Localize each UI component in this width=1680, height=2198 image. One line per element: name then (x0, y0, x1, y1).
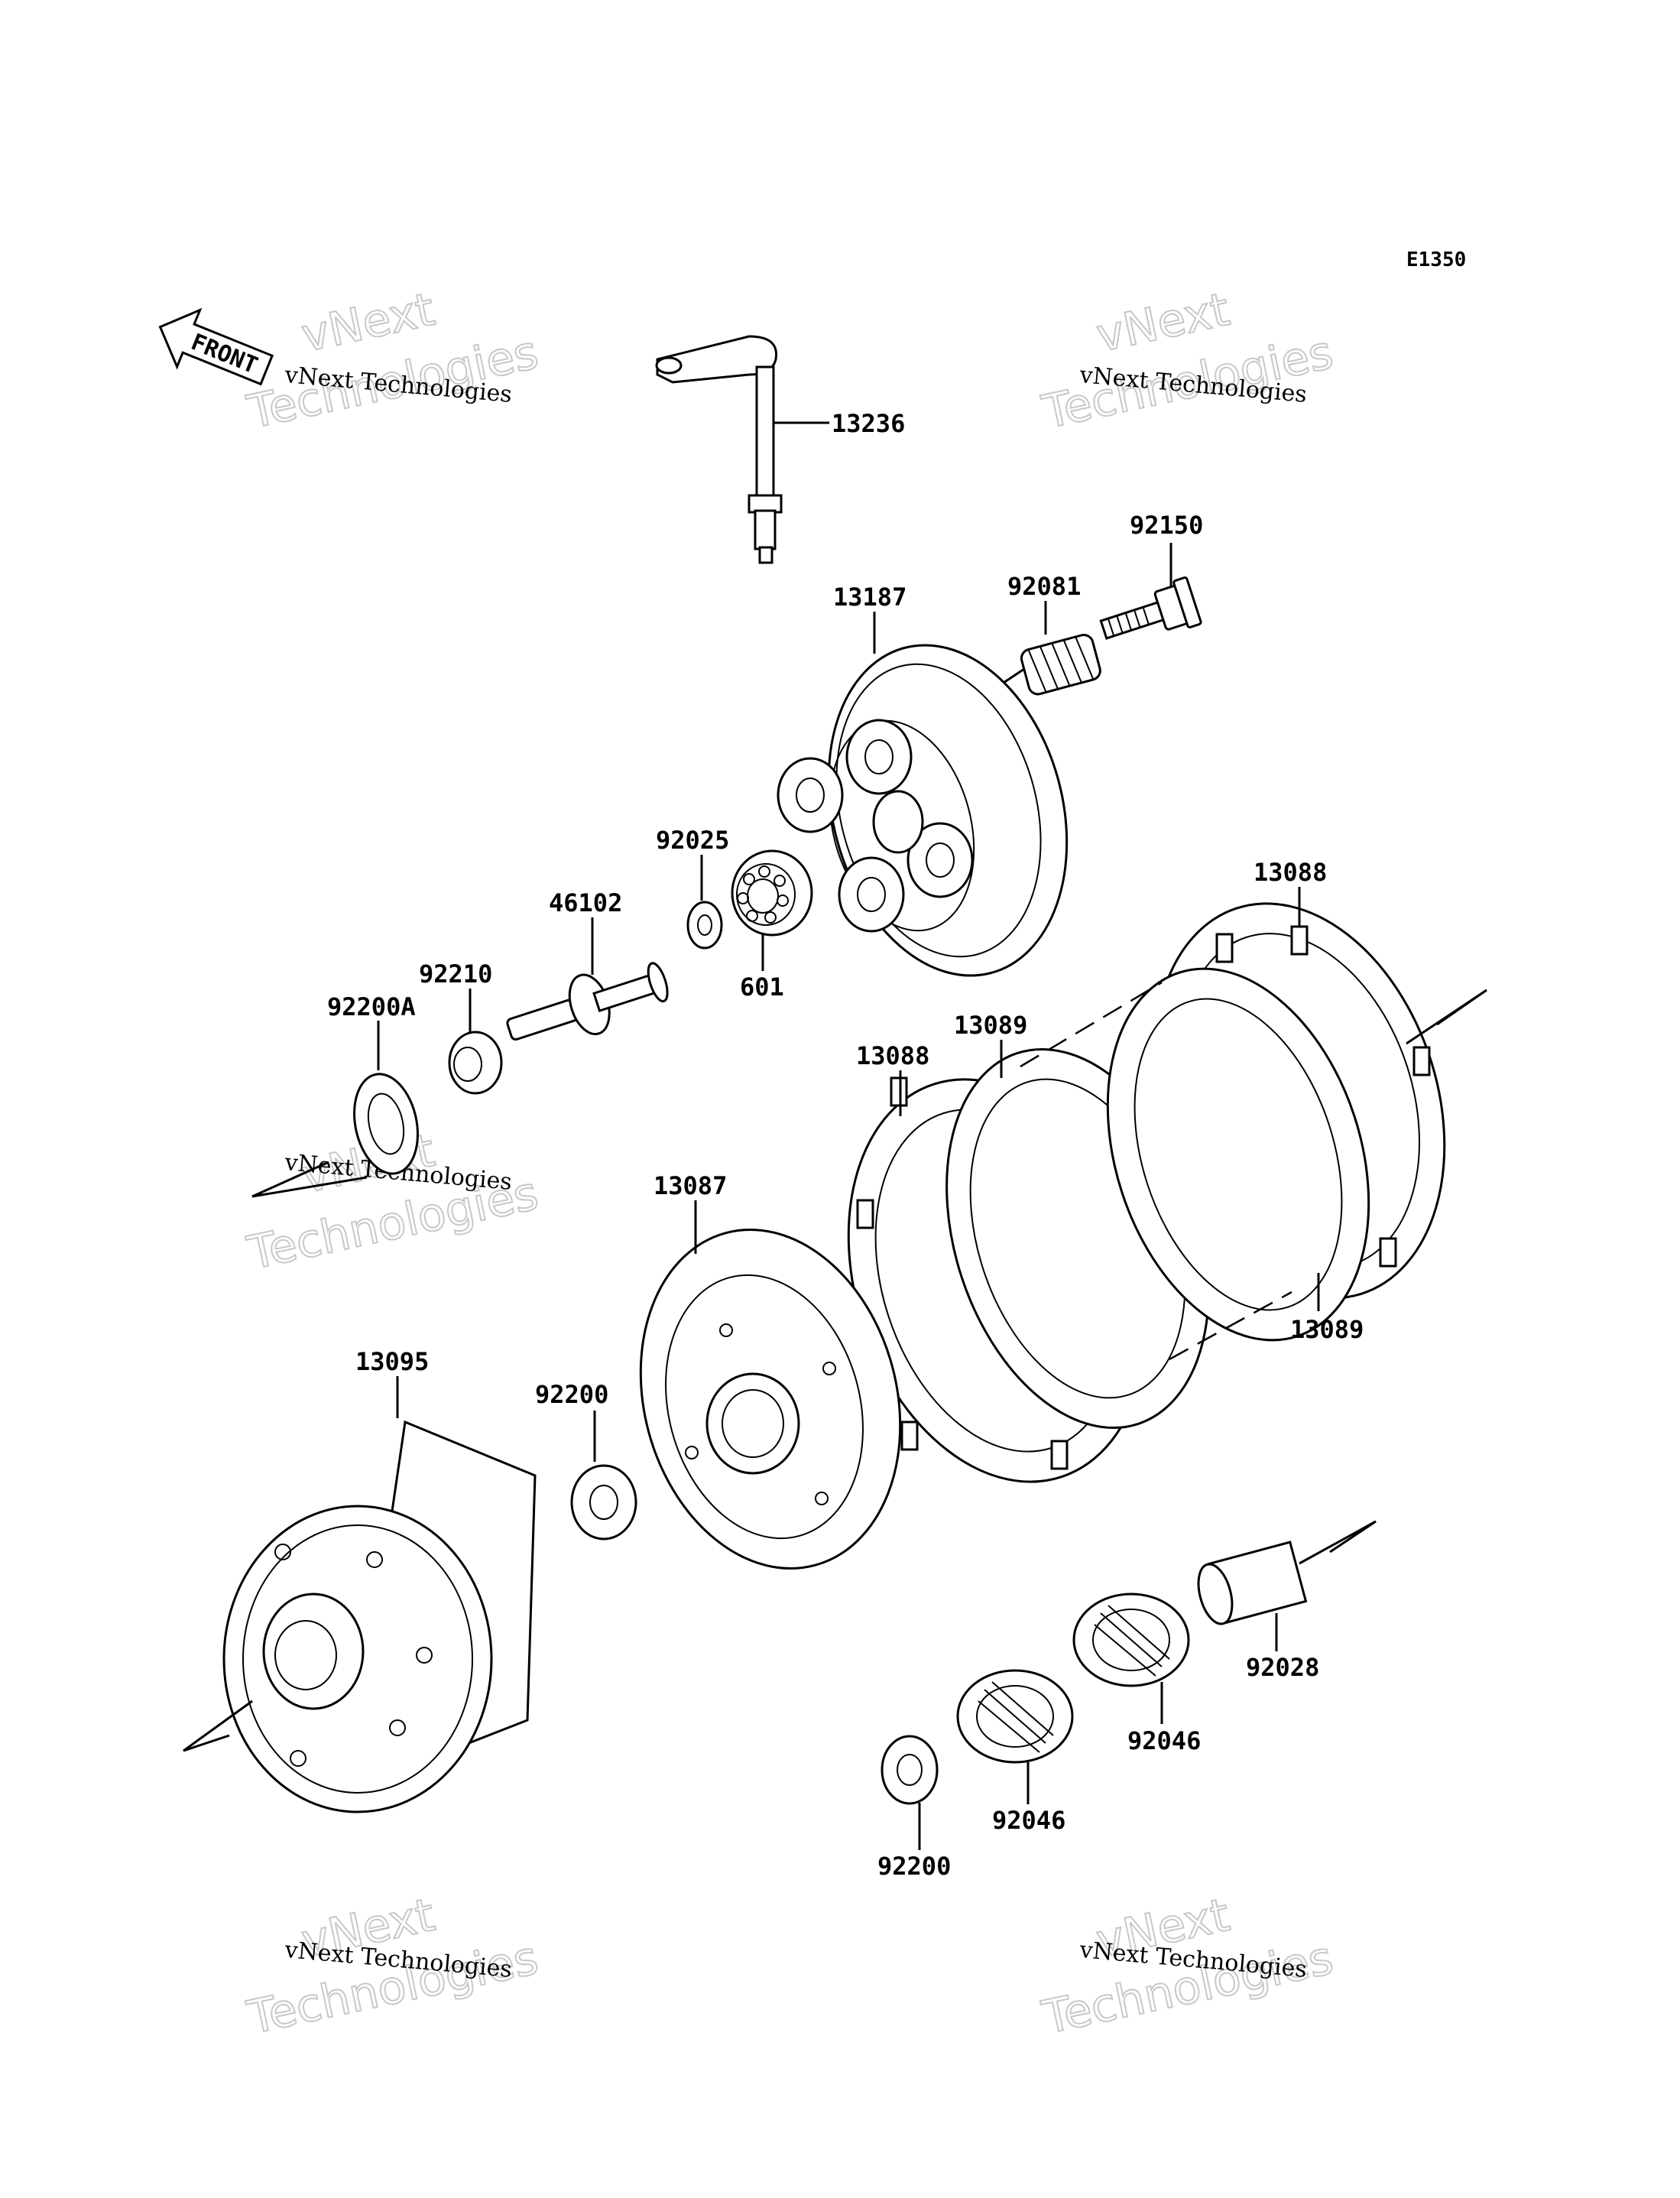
ball-bearing (731, 849, 813, 937)
steel-plate-right (1106, 967, 1370, 1342)
part-label-13236: 13236 (832, 409, 905, 438)
bolt-92150 (1099, 576, 1202, 640)
watermark-bottom-right: vNext Technologies vNext Technologies (1037, 1888, 1339, 2046)
part-label-13089-left: 13089 (954, 1011, 1027, 1040)
needle-bearing-right (1072, 1592, 1190, 1687)
part-label-13088-right: 13088 (1254, 858, 1327, 887)
push-rod (506, 962, 669, 1041)
part-label-13187: 13187 (833, 583, 906, 612)
part-label-92025: 92025 (656, 826, 729, 855)
nut-92210 (448, 1031, 503, 1095)
part-label-92200A: 92200A (327, 992, 416, 1021)
part-label-13089-right: 13089 (1290, 1315, 1364, 1344)
diagram-reference: E1350 (1406, 248, 1466, 271)
part-label-92046-left: 92046 (992, 1806, 1065, 1835)
part-label-92210: 92210 (419, 959, 492, 989)
part-label-92046-right: 92046 (1127, 1726, 1201, 1755)
thrust-washer-middle (570, 1464, 637, 1541)
clutch-spring (1020, 634, 1101, 696)
watermark-bottom-left: vNext Technologies vNext Technologies (242, 1888, 544, 2046)
lock-washer (353, 1073, 419, 1175)
thrust-washer-bottom (881, 1735, 939, 1805)
part-label-92081: 92081 (1007, 572, 1081, 601)
clutch-housing (222, 1420, 537, 1813)
needle-bearing-left (956, 1669, 1074, 1764)
part-label-92028: 92028 (1246, 1653, 1319, 1682)
collar-sleeve (1197, 1541, 1308, 1625)
part-label-13088-left: 13088 (856, 1041, 929, 1070)
push-lever-shaft (655, 335, 783, 564)
part-label-92200-middle: 92200 (535, 1380, 608, 1409)
clutch-hub (639, 1229, 902, 1570)
pressure-plate (777, 644, 1069, 977)
watermark-top-right: vNext Technologies vNext Technologies (1037, 282, 1339, 440)
part-label-601: 601 (740, 972, 784, 1002)
part-label-92200-bottom: 92200 (877, 1852, 951, 1881)
watermark-top-left: vNext Technologies vNext Technologies (242, 282, 544, 440)
part-label-92150: 92150 (1130, 511, 1203, 540)
washer-92025 (686, 901, 723, 950)
part-label-13095: 13095 (355, 1347, 429, 1376)
part-label-46102: 46102 (549, 888, 622, 917)
part-label-13087: 13087 (654, 1171, 727, 1200)
